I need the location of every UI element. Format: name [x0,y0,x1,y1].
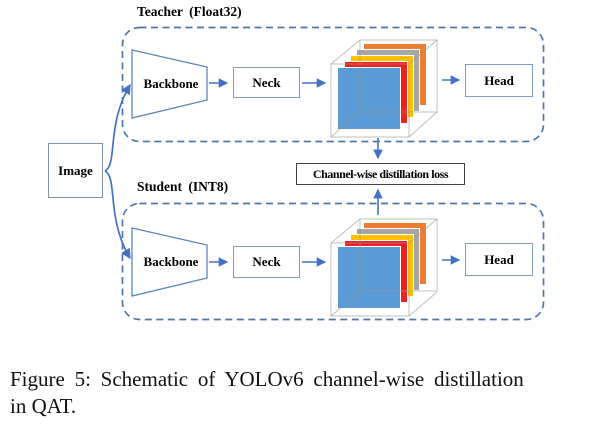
teacher-featuremap-layer-blue [337,67,401,130]
teacher-cube-wireframe [330,39,438,138]
image-to-student-curve [104,170,131,260]
teacher-backbone-trapezoid [131,49,208,119]
student-title: Student (INT8) [137,179,229,194]
teacher-neck-label: Neck [252,74,281,90]
figure-caption: Figure 5: Schematic of YOLOv6 channel-wi… [10,366,596,420]
student-backbone-label: Backbone [143,254,199,269]
image-box-label: Image [58,162,93,178]
student-backbone-trapezoid [131,227,208,297]
teacher-title: Teacher (Float32) [137,4,242,19]
distillation-loss-box: Channel-wise distillation loss [296,163,465,185]
teacher-neck-box: Neck [233,67,300,98]
caption-line-2: in QAT. [10,394,77,418]
teacher-head-box: Head [465,64,533,97]
student-head-label: Head [484,251,514,267]
teacher-region-border [121,26,545,143]
student-featuremap-layer-blue [337,246,401,309]
distillation-loss-label: Channel-wise distillation loss [312,166,449,181]
image-to-teacher-curve [104,83,131,172]
student-head-box: Head [465,243,533,276]
student-region-border [121,202,545,321]
teacher-head-label: Head [484,72,514,88]
student-neck-box: Neck [233,246,300,278]
student-neck-label: Neck [252,254,281,269]
teacher-backbone-label: Backbone [143,76,199,91]
student-cube-wireframe [330,218,438,317]
image-box: Image [48,143,103,198]
caption-line-1: Figure 5: Schematic of YOLOv6 channel-wi… [10,367,524,391]
